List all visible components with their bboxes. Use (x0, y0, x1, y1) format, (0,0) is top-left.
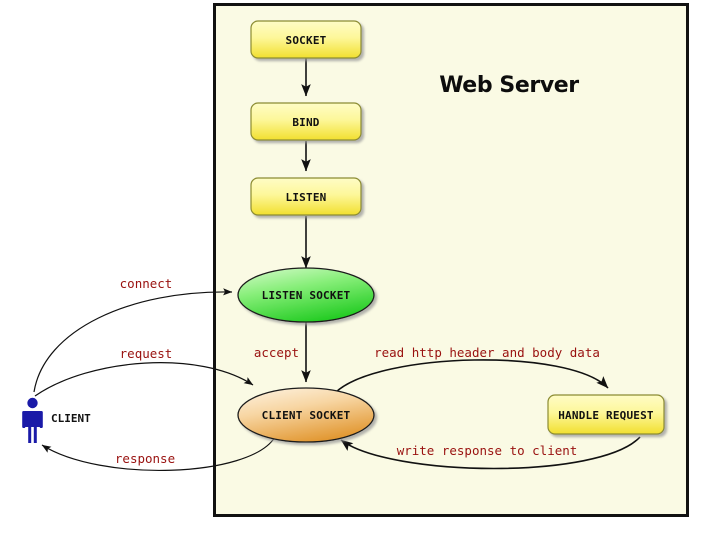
edge-label-write-response: write response to client (397, 443, 578, 458)
node-listen[interactable] (250, 177, 362, 216)
edge-connect: connect (33, 276, 233, 393)
page-title: Web Server (439, 73, 579, 98)
edge-label-read-http: read http header and body data (374, 345, 600, 360)
edge-read-http: read http header and body data (335, 345, 609, 393)
client-actor[interactable]: CLIENT (22, 397, 91, 443)
node-listen-socket[interactable] (237, 267, 375, 323)
edge-write-response: write response to client (340, 436, 641, 470)
node-bind[interactable] (250, 102, 362, 141)
node-bind-label: BIND (292, 116, 319, 129)
edge-label-connect: connect (120, 276, 173, 291)
node-listen-socket-label: LISTEN SOCKET (262, 289, 351, 302)
edge-response: response (41, 436, 276, 472)
edge-accept: accept (254, 322, 311, 383)
client-actor-label: CLIENT (51, 412, 91, 425)
node-handle-request-label: HANDLE REQUEST (558, 409, 654, 422)
edge-request: request (34, 346, 254, 397)
edge-label-accept: accept (254, 345, 299, 360)
edge-label-response: response (115, 451, 175, 466)
node-client-socket-label: CLIENT SOCKET (262, 409, 351, 422)
edge-label-request: request (120, 346, 173, 361)
node-listen-label: LISTEN (286, 191, 327, 204)
person-icon (22, 397, 43, 443)
node-handle-request[interactable] (547, 394, 665, 435)
node-socket[interactable] (250, 20, 362, 59)
node-socket-label: SOCKET (286, 34, 327, 47)
node-client-socket[interactable] (237, 387, 375, 443)
